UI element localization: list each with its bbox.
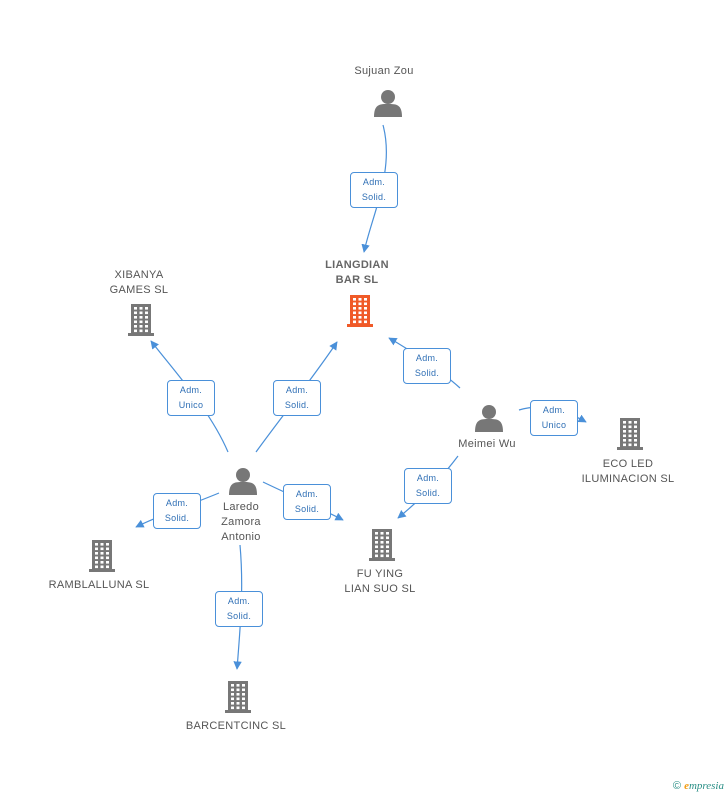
node-label-liangdian[interactable]: LIANGDIAN BAR SL (325, 259, 389, 286)
node-label-laredo[interactable]: Laredo Zamora Antonio (221, 501, 261, 543)
copyright-symbol: © (672, 780, 681, 792)
building-icon-barcent[interactable] (225, 681, 251, 713)
brand-initial: e (684, 780, 689, 792)
node-label-meimei[interactable]: Meimei Wu (458, 438, 516, 450)
brand-name: mpresia (688, 780, 724, 792)
building-icon-eco[interactable] (617, 418, 643, 450)
node-label-xibanya[interactable]: XIBANYA GAMES SL (109, 269, 169, 296)
edge-label-laredo-fuying[interactable]: Adm. Solid. (283, 484, 331, 520)
edge-label-sujuan-liangdian[interactable]: Adm. Solid. (350, 172, 398, 208)
building-icon-fuying[interactable] (369, 529, 395, 561)
footer-brand[interactable]: © empresia (673, 780, 724, 792)
person-icon-meimei[interactable] (475, 405, 503, 432)
node-label-eco[interactable]: ECO LED ILUMINACION SL (581, 458, 675, 485)
edge-label-laredo-liangdian[interactable]: Adm. Solid. (273, 380, 321, 416)
edge-label-meimei-eco[interactable]: Adm. Unico (530, 400, 578, 436)
node-label-fuying[interactable]: FU YING LIAN SUO SL (344, 568, 416, 595)
node-label-barcent[interactable]: BARCENTCINC SL (185, 720, 287, 732)
edge-label-laredo-xibanya[interactable]: Adm. Unico (167, 380, 215, 416)
edge-label-meimei-liangdian[interactable]: Adm. Solid. (403, 348, 451, 384)
edge-label-meimei-fuying[interactable]: Adm. Solid. (404, 468, 452, 504)
building-icon-liangdian[interactable] (347, 295, 373, 327)
building-icon-xibanya[interactable] (128, 304, 154, 336)
person-icon-sujuan[interactable] (374, 90, 402, 117)
edge-label-laredo-rambla[interactable]: Adm. Solid. (153, 493, 201, 529)
person-icon-laredo[interactable] (229, 468, 257, 495)
node-label-sujuan[interactable]: Sujuan Zou (354, 65, 414, 77)
node-label-rambla[interactable]: RAMBLALLUNA SL (48, 579, 150, 591)
edge-label-laredo-barcent[interactable]: Adm. Solid. (215, 591, 263, 627)
building-icon-rambla[interactable] (89, 540, 115, 572)
